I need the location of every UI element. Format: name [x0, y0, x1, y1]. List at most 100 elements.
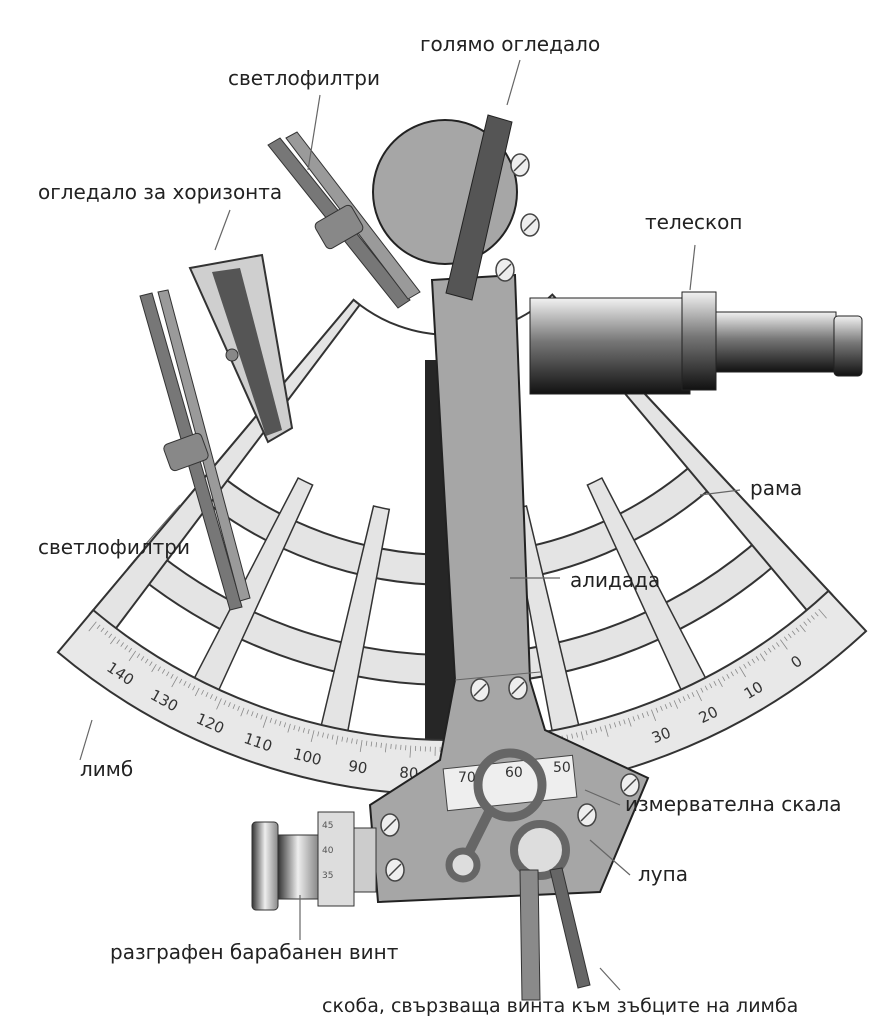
limb-tick — [390, 743, 392, 749]
limb-tick — [566, 734, 569, 740]
limb-tick — [627, 717, 632, 727]
screw-slot — [513, 158, 527, 172]
limb-tick — [161, 669, 166, 674]
limb-tick — [365, 740, 368, 746]
left-filters — [139, 289, 251, 611]
horizon-mirror — [188, 253, 294, 444]
limb-tick — [585, 730, 588, 736]
limb-tick — [283, 722, 287, 728]
limb-tick — [274, 719, 277, 725]
limb-tick — [255, 712, 259, 718]
label-drum-screw: разграфен барабанен винт — [110, 940, 399, 964]
limb-tick — [655, 707, 659, 713]
limb-tick — [157, 666, 161, 672]
limb-tick — [604, 725, 609, 737]
limb-tick — [682, 696, 686, 702]
limb-tick — [763, 650, 768, 656]
limb-tick — [814, 612, 819, 617]
limb-tick — [743, 663, 747, 669]
limb-tick — [216, 698, 222, 710]
limb-tick — [302, 727, 305, 733]
label-limb: лимб — [80, 757, 134, 781]
limb-tick — [717, 678, 723, 687]
limb-tick — [776, 642, 780, 647]
screw-slot — [523, 218, 537, 232]
limb-tick — [370, 741, 373, 747]
limb-tick — [739, 666, 746, 678]
drum-scale-label: 45 — [322, 821, 333, 831]
limb-tick — [783, 636, 788, 642]
limb-tick — [356, 739, 358, 745]
limb-tick — [326, 733, 329, 739]
limb-tick — [341, 736, 344, 742]
vernier-scale-label: 60 — [505, 765, 523, 781]
limb-tick — [359, 740, 363, 752]
limb-tick — [660, 705, 663, 711]
limb-tick — [613, 722, 617, 728]
limb-tick — [322, 732, 324, 738]
limb-tick — [664, 704, 668, 709]
limb-tick — [100, 627, 105, 633]
telescope — [529, 291, 863, 395]
limb-tick — [246, 709, 249, 715]
magnifier-ring — [473, 748, 547, 822]
limb-tick — [595, 727, 598, 733]
limb-tick — [228, 702, 231, 708]
vernier-scale-label: 50 — [553, 760, 571, 776]
label-horizon-mirror: огледало за хоризонта — [38, 180, 283, 204]
large-mirror — [445, 114, 513, 301]
limb-tick — [170, 673, 174, 679]
leader-lines — [79, 59, 741, 991]
limb-tick — [641, 712, 645, 718]
screw-slot — [580, 808, 594, 822]
limb-tick — [166, 671, 170, 677]
limb-arc — [56, 589, 868, 796]
limb-tick — [609, 723, 612, 729]
limb-tick — [803, 621, 808, 626]
limb-tick — [646, 711, 649, 717]
limb-tick — [210, 694, 213, 700]
label-filters-left: светлофилтри — [38, 535, 190, 559]
limb-tick — [104, 630, 109, 636]
limb-tick — [120, 642, 124, 647]
limb-tick — [183, 681, 187, 686]
limb-tick — [755, 656, 760, 661]
screws — [380, 153, 640, 882]
limb-tick — [810, 615, 815, 620]
limb-tick — [192, 685, 196, 691]
limb-tick — [179, 678, 183, 684]
limb-tick — [232, 704, 236, 709]
limb-tick — [223, 700, 227, 706]
limb-tick — [580, 731, 584, 741]
limb-tick — [730, 671, 734, 677]
limb-tick — [618, 720, 621, 726]
limb-tick — [726, 673, 730, 679]
drum-screw — [251, 811, 377, 911]
limb-tick — [772, 645, 776, 650]
limb-tick — [709, 683, 713, 689]
limb-tick — [759, 653, 766, 662]
clamp — [519, 869, 541, 1001]
limb-tick — [747, 661, 751, 667]
limb-tick — [599, 726, 602, 732]
limb-tick — [751, 658, 755, 664]
limb-tick — [571, 733, 574, 739]
limb-tick — [637, 714, 640, 720]
drum-scale-label: 40 — [322, 846, 334, 856]
limb-tick — [713, 681, 717, 686]
label-measuring-scale: измервателна скала — [625, 792, 842, 816]
limb-tick — [678, 698, 681, 704]
limb-tick — [700, 687, 704, 693]
label-large-mirror: голямо огледало — [420, 32, 601, 56]
limb-tick — [384, 743, 387, 753]
screw-slot — [383, 818, 397, 832]
limb-scale-label: 90 — [347, 757, 369, 778]
limb-tick — [145, 658, 149, 664]
limb-tick — [669, 702, 672, 708]
limb-tick — [140, 656, 145, 661]
limb-tick — [237, 705, 240, 711]
screw-slot — [511, 681, 525, 695]
label-filters-top: светлофилтри — [228, 66, 380, 90]
